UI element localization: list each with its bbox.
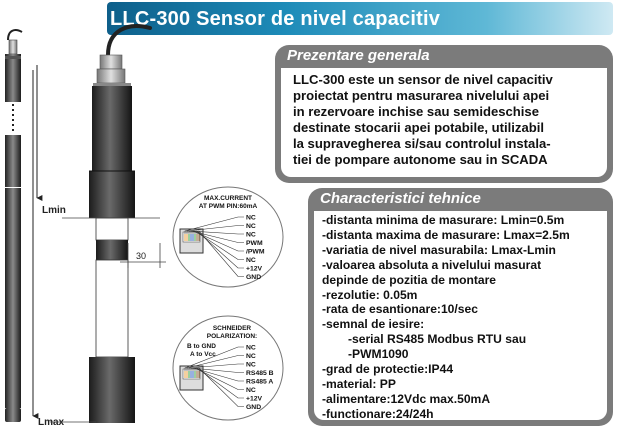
- rs485-pin-label: NC: [246, 387, 256, 394]
- pwm-pin-leader: [194, 230, 244, 260]
- spec-item: -rata de esantionare:10/sec: [322, 302, 478, 317]
- pwm-pin-label: GND: [246, 274, 261, 281]
- overview-line: proiectat pentru masurarea nivelului ape…: [293, 88, 550, 104]
- rs485-pin-leader: [198, 367, 244, 407]
- spec-item: -serial RS485 Modbus RTU sau: [348, 332, 527, 347]
- overview-line: la supravegherea si/sau controlul instal…: [293, 136, 551, 152]
- specs-panel: Characteristici tehnice -distanta minima…: [308, 188, 613, 426]
- page-title: LLC-300 Sensor de nivel capacitiv: [110, 8, 441, 30]
- overview-line: LLC-300 este un sensor de nivel capaciti…: [293, 72, 553, 87]
- spec-item: -functionare:24/24h: [322, 406, 434, 421]
- rs485-polarization-a: A to Vcc: [190, 351, 216, 358]
- rs485-polarization-b: B to GND: [187, 343, 216, 350]
- spec-item: -valoarea absoluta a nivelului masurat: [322, 257, 542, 272]
- rs485-wire-bundle: [184, 371, 200, 378]
- pwm-connector-diagram: MAX.CURRENT AT PWM PIN:60mA NCNCNCPWM/PW…: [172, 186, 284, 288]
- rs485-pin-label: NC: [246, 353, 256, 360]
- rs485-pin-label: NC: [246, 345, 256, 352]
- pwm-pin-label: NC: [246, 223, 256, 230]
- spec-item: -material: PP: [322, 376, 396, 391]
- overview-line: tiei de pompare autonome sau in SCADA: [293, 152, 548, 168]
- thin-sensor: [5, 29, 23, 422]
- rs485-pin-leader: [190, 367, 244, 373]
- pwm-pin-leader: [196, 230, 244, 269]
- overview-text: LLC-300 este un sensor de nivel capaciti…: [293, 72, 599, 169]
- spec-item: -grad de protectie:IP44: [322, 362, 454, 376]
- rs485-pin-label: NC: [246, 362, 256, 369]
- rs485-pin-label: GND: [246, 404, 261, 411]
- pwm-note-line2: AT PWM PIN:60mA: [199, 203, 258, 210]
- overview-panel: Prezentare generala LLC-300 este un sens…: [275, 45, 613, 183]
- lmin-label: Lmin: [42, 205, 66, 216]
- overview-line: in rezervoare inchise sau semideschise: [293, 104, 540, 120]
- rs485-pin-leader: [196, 367, 244, 399]
- pwm-pin-leader: [192, 230, 244, 252]
- width-dimension-label: 30: [136, 251, 146, 261]
- width-dimension: [120, 243, 166, 268]
- rs485-pin-leader: [186, 355, 244, 371]
- overview-heading: Prezentare generala: [287, 47, 430, 64]
- level-dimensions: [32, 65, 43, 419]
- pwm-wire-bundle: [184, 234, 200, 241]
- specs-body: -distanta minima de masurare: Lmin=0.5m-…: [314, 211, 607, 421]
- overview-body: LLC-300 este un sensor de nivel capaciti…: [281, 68, 607, 177]
- rs485-pin-leader: [188, 363, 244, 371]
- pwm-pin-label: PWM: [246, 240, 263, 247]
- spec-item: -rezolutie: 0.05m: [322, 287, 418, 302]
- spec-item: -distanta maxima de masurare: Lmax=2.5m: [322, 227, 570, 242]
- spec-item: -semnal de iesire:: [322, 317, 425, 332]
- spec-item: -PWM1090: [348, 347, 409, 362]
- rs485-pin-label: +12V: [246, 396, 263, 403]
- specs-heading: Characteristici tehnice: [320, 190, 481, 207]
- large-sensor: [89, 24, 152, 423]
- pwm-pin-leader: [186, 225, 244, 234]
- rs485-connector-diagram: SCHNEIDER POLARIZATION: B to GND A to Vc…: [172, 315, 284, 421]
- pwm-pin-label: /PWM: [246, 249, 265, 256]
- pwm-pin-label: NC: [246, 232, 256, 239]
- rs485-note-line2: POLARIZATION:: [207, 333, 257, 340]
- rs485-pin-leader: [184, 346, 244, 371]
- spec-item: depinde de pozitia de montare: [322, 272, 497, 287]
- pwm-pin-label: +12V: [246, 266, 263, 273]
- pwm-pin-leader: [184, 216, 244, 234]
- pwm-pin-leader: [190, 230, 244, 243]
- rs485-pin-label: RS485 A: [246, 379, 273, 386]
- rs485-pin-leader: [192, 367, 244, 382]
- pwm-note-line1: MAX.CURRENT: [204, 195, 252, 202]
- overview-line: destinate stocarii apei potabile, utiliz…: [293, 120, 545, 136]
- sensor-illustration: Lmin Lmax 30 MAX.CURRENT AT PWM PIN:60mA: [5, 24, 284, 428]
- rs485-note-line1: SCHNEIDER: [213, 325, 252, 332]
- pwm-pin-leader: [188, 230, 244, 235]
- pwm-pin-leader: [198, 230, 244, 277]
- spec-item: -alimentare:12Vdc max.50mA: [322, 391, 491, 406]
- lmax-label: Lmax: [38, 417, 65, 428]
- pwm-pin-label: NC: [246, 215, 256, 222]
- spec-item: -distanta minima de masurare: Lmin=0.5m: [322, 213, 565, 227]
- spec-item: -variatia de nivel masurabila: Lmax-Lmin: [322, 242, 556, 257]
- title-banner: [107, 2, 613, 35]
- pwm-pin-label: NC: [246, 257, 256, 264]
- rs485-pin-leader: [194, 367, 244, 390]
- rs485-pin-label: RS485 B: [246, 370, 274, 377]
